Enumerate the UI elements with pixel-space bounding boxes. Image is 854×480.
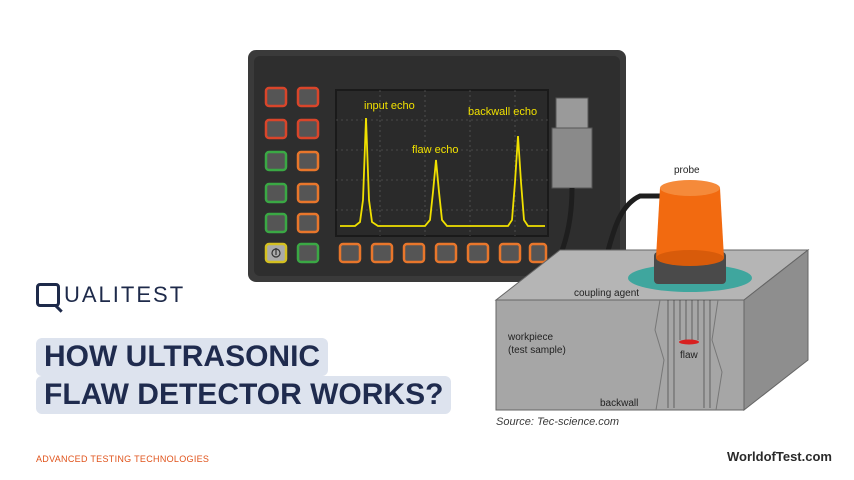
backwall-echo-label: backwall echo <box>468 106 537 118</box>
flaw-label: flaw <box>680 350 699 361</box>
probe <box>654 180 726 284</box>
site-name: WorldofTest.com <box>727 449 832 464</box>
probe-connector <box>551 127 593 189</box>
echo-trace <box>340 117 545 227</box>
test-sample-label: (test sample) <box>508 345 566 356</box>
control-buttons-bottom <box>338 242 548 264</box>
coupling-agent-label: coupling agent <box>574 288 639 299</box>
source-credit: Source: Tec-science.com <box>496 416 620 428</box>
logo-text: UALITEST <box>64 282 186 307</box>
flaw-marker <box>679 339 699 345</box>
tagline: ADVANCED TESTING TECHNOLOGIES <box>36 454 210 464</box>
logo-q-icon <box>36 283 60 307</box>
qualitest-logo: UALITEST <box>36 282 185 308</box>
headline-line-1: HOW ULTRASONIC <box>36 338 329 376</box>
probe-label: probe <box>674 165 700 176</box>
control-buttons-left <box>264 86 320 264</box>
flaw-echo-label: flaw echo <box>412 144 458 156</box>
backwall-label: backwall <box>600 398 638 409</box>
workpiece-label: workpiece <box>507 332 553 343</box>
headline-line-2: FLAW DETECTOR WORKS? <box>36 376 452 414</box>
sound-beams <box>667 300 711 408</box>
input-echo-label: input echo <box>364 100 415 112</box>
